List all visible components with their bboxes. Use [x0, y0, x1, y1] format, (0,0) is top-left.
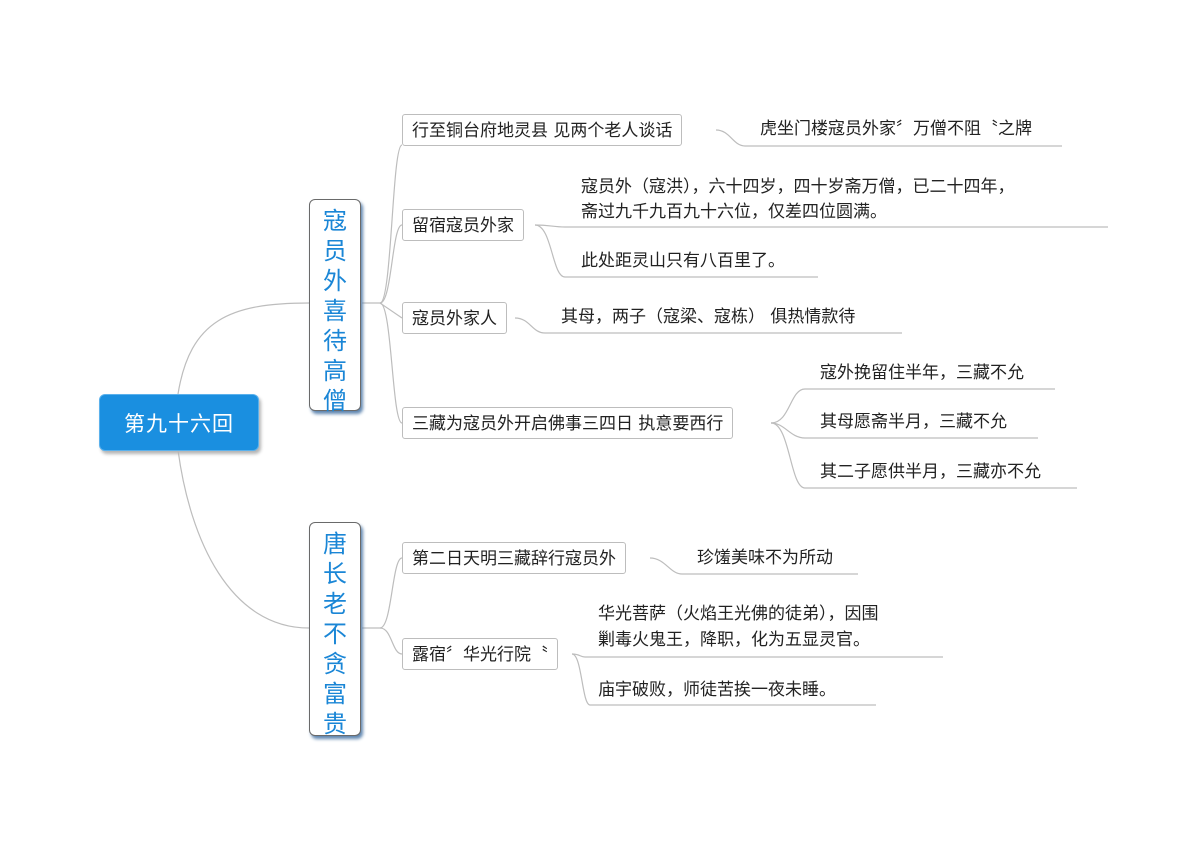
- root-node[interactable]: 第九十六回: [99, 394, 259, 451]
- topic-node[interactable]: 露宿〞华光行院〝: [402, 638, 558, 670]
- leaf-text: 其母愿斋半月，三藏不允: [820, 412, 1007, 432]
- branch1-char: 寇: [323, 207, 347, 235]
- leaf-text: 其二子愿供半月，三藏亦不允: [820, 462, 1041, 482]
- leaf-text: 珍馐美味不为所动: [697, 548, 833, 568]
- branch1-char: 外: [323, 267, 347, 295]
- leaf-text: 寇外挽留住半年，三藏不允: [820, 363, 1024, 383]
- branch1-char: 待: [323, 327, 347, 355]
- leaf-text: 斋过九千九百九十六位，仅差四位圆满。: [581, 202, 887, 222]
- branch2-char: 富: [323, 680, 347, 708]
- topic-node[interactable]: 第二日天明三藏辞行寇员外: [402, 542, 626, 574]
- branch1-char: 喜: [323, 297, 347, 325]
- topic-node[interactable]: 三藏为寇员外开启佛事三四日 执意要西行: [402, 407, 734, 439]
- branch2-char: 贵: [323, 710, 347, 738]
- leaf-text: 剿毒火鬼王，降职，化为五显灵官。: [598, 630, 870, 650]
- branch1-char: 员: [323, 237, 347, 265]
- leaf-text: 其母，两子（寇梁、寇栋） 俱热情款待: [561, 307, 856, 327]
- branch2-char: 老: [323, 590, 347, 618]
- branch1-char: 僧: [323, 387, 347, 415]
- branch-node-tang-zhanglao[interactable]: 唐 长 老 不 贪 富 贵: [309, 522, 361, 738]
- topic-node[interactable]: 寇员外家人: [402, 302, 507, 334]
- branch2-char: 唐: [323, 530, 347, 558]
- topic-node[interactable]: 行至铜台府地灵县 见两个老人谈话: [402, 114, 683, 146]
- branch2-char: 不: [323, 620, 347, 648]
- topic-node[interactable]: 留宿寇员外家: [402, 209, 524, 241]
- leaf-text: 寇员外（寇洪），六十四岁，四十岁斋万僧，已二十四年，: [581, 177, 1015, 197]
- leaf-text: 庙宇破败，师徒苦挨一夜未睡。: [598, 680, 836, 700]
- branch-node-kou-yuanwai[interactable]: 寇 员 外 喜 待 高 僧: [309, 199, 361, 415]
- branch2-char: 长: [323, 560, 347, 588]
- branch1-char: 高: [323, 357, 347, 385]
- branch2-char: 贪: [323, 650, 347, 678]
- leaf-text: 虎坐门楼寇员外家〞万僧不阻〝之牌: [760, 119, 1032, 139]
- leaf-text: 此处距灵山只有八百里了。: [581, 251, 785, 271]
- leaf-text: 华光菩萨（火焰王光佛的徒弟），因围: [598, 604, 879, 624]
